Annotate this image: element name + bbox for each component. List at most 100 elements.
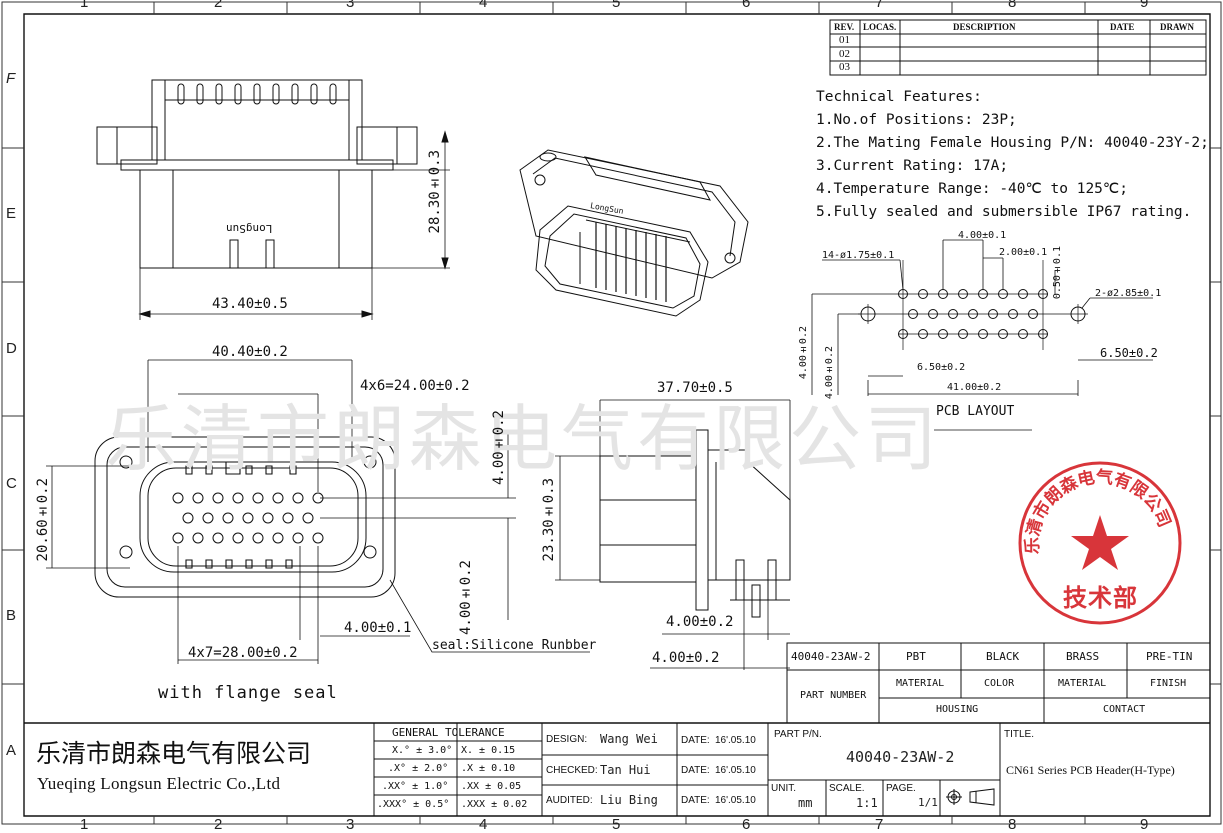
col-label: 2 [214, 0, 223, 11]
dim-side-pin-b: 4.00±0.2 [652, 650, 720, 666]
contact-finish-label: FINISH [1150, 678, 1187, 689]
dim-pcb-mount-holes: 2-ø2.85±0.1 [1095, 288, 1162, 299]
col-label: 6 [742, 0, 751, 11]
dim-pcb-left-offset: 6.50±0.2 [917, 362, 966, 373]
dim-front-outer-width: 40.40±0.2 [212, 344, 288, 360]
housing-color-value: BLACK [986, 650, 1020, 663]
row-label: A [6, 742, 17, 759]
stamp-dept: 技术部 [1063, 584, 1138, 612]
unit-label: UNIT. [771, 783, 796, 794]
housing-color-label: COLOR [984, 678, 1015, 689]
dim-side-pin-a: 4.00±0.2 [666, 614, 734, 630]
audited-value: Liu Bing [600, 793, 658, 807]
row-label: B [6, 607, 17, 624]
rev-row-03: 03 [839, 61, 850, 73]
material-part-number-label: PART NUMBER [800, 690, 867, 701]
row-label: C [6, 475, 17, 492]
col-label: 5 [612, 0, 621, 11]
rev-header-rev: REV. [834, 22, 855, 32]
dim-side-height: 23.30±0.3 [541, 478, 557, 562]
col-label: 9 [1140, 816, 1149, 833]
housing-material-label: MATERIAL [896, 678, 945, 689]
material-part-number-value: 40040-23AW-2 [791, 650, 871, 663]
tolerance-angle: .XX° ± 1.0° [382, 781, 449, 792]
inner-frame [24, 14, 1210, 816]
design-date-label: DATE: [681, 735, 710, 746]
technical-features-heading: Technical Features: [816, 89, 982, 105]
col-label: 1 [80, 816, 89, 833]
col-label: 4 [479, 816, 488, 833]
projection-symbol [946, 789, 994, 805]
isometric-view-drawing [520, 150, 748, 316]
contact-material-label: MATERIAL [1058, 678, 1107, 689]
watermark-text: 乐清市朗森电气有限公司 [105, 397, 942, 481]
col-label: 3 [346, 816, 355, 833]
rev-header-drawn: DRAWN [1160, 22, 1195, 32]
col-label: 3 [346, 0, 355, 11]
rev-row-01: 01 [839, 34, 850, 46]
part-pn-label: PART P/N. [774, 729, 822, 740]
row-label: E [6, 205, 17, 222]
technical-feature-item: 3.Current Rating: 17A; [816, 158, 1009, 174]
dim-front-row-gap-bottom: 4.00±0.2 [458, 560, 474, 636]
tolerance-angle: .X° ± 2.0° [388, 763, 449, 774]
housing-group-label: HOUSING [936, 704, 979, 715]
seal-note: seal:Silicone Runbber [432, 638, 597, 653]
pcb-layout-label: PCB LAYOUT [936, 404, 1015, 419]
col-label: 4 [479, 0, 488, 11]
tolerance-linear: .XX ± 0.05 [461, 781, 522, 792]
tolerance-angle: .XXX° ± 0.5° [377, 799, 450, 810]
audited-date-value: 16'.05.10 [715, 795, 756, 806]
stamp-star [1071, 515, 1129, 570]
col-label: 5 [612, 816, 621, 833]
dim-pcb-pitch-4: 4.00±0.1 [958, 230, 1007, 241]
checked-date-value: 16'.05.10 [715, 765, 756, 776]
col-label: 6 [742, 816, 751, 833]
row-label: D [6, 340, 17, 357]
row-label: F [6, 70, 16, 87]
dim-side-depth: 37.70±0.5 [657, 380, 733, 396]
dim-pcb-total: 41.00±0.2 [947, 382, 1002, 393]
col-label: 7 [875, 816, 884, 833]
checked-label: CHECKED: [546, 765, 598, 776]
design-date-value: 16'.05.10 [715, 735, 756, 746]
part-pn-value: 40040-23AW-2 [846, 748, 955, 766]
dim-pcb-row-a: 4.00±0.2 [798, 326, 809, 380]
technical-feature-item: 2.The Mating Female Housing P/N: 40040-2… [816, 135, 1209, 151]
tolerance-linear: .X ± 0.10 [461, 763, 516, 774]
tolerance-linear: .XXX ± 0.02 [461, 799, 528, 810]
company-name-en: Yueqing Longsun Electric Co.,Ltd [37, 774, 281, 793]
dim-pcb-holes: 14-ø1.75±0.1 [822, 250, 895, 261]
col-label: 7 [875, 0, 884, 11]
dim-front-pitch-7: 4x7=28.00±0.2 [188, 645, 298, 661]
audited-label: AUDITED: [546, 795, 593, 806]
unit-value: mm [798, 796, 813, 810]
tolerance-heading: GENERAL TOLERANCE [392, 726, 505, 739]
technical-features: Technical Features: 1.No.of Positions: 2… [816, 86, 1209, 224]
title-value: CN61 Series PCB Header(H-Type) [1006, 763, 1175, 777]
design-label: DESIGN: [546, 734, 588, 745]
revision-table-grid [830, 20, 1206, 75]
side-view-drawing [555, 400, 790, 670]
front-contacts-row3 [173, 533, 323, 543]
contact-finish-value: PRE-TIN [1146, 650, 1193, 663]
contact-group-label: CONTACT [1103, 704, 1146, 715]
rev-header-description: DESCRIPTION [953, 22, 1016, 32]
scale-label: SCALE. [829, 783, 865, 794]
scale-value: 1:1 [856, 796, 878, 810]
rev-header-locas: LOCAS. [863, 22, 897, 32]
pcb-layout-drawing [812, 240, 1153, 430]
dim-pcb-pitch-2: 2.00±0.1 [999, 247, 1048, 258]
dim-front-height: 20.60±0.2 [35, 478, 51, 562]
audited-date-label: DATE: [681, 795, 710, 806]
tolerance-linear: X. ± 0.15 [461, 745, 516, 756]
tolerance-angle: X.° ± 3.0° [392, 745, 453, 756]
front-contacts-row2 [183, 513, 313, 523]
col-label: 1 [80, 0, 89, 11]
col-label: 2 [214, 816, 223, 833]
dim-front-seal-offset: 4.00±0.1 [344, 620, 412, 636]
